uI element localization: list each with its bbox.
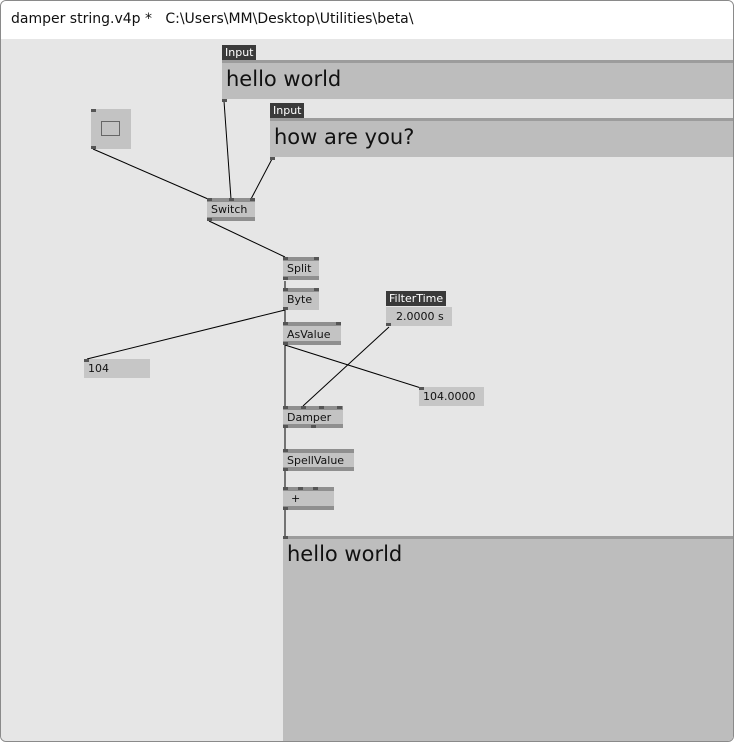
- filtertime-tag: FilterTime: [386, 291, 447, 306]
- split-node[interactable]: Split: [283, 257, 319, 280]
- wire-filtertime-damper: [302, 326, 390, 407]
- wire-byte-output: [86, 309, 286, 360]
- wire-input2-switch: [250, 158, 273, 200]
- wire-input1-switch: [223, 100, 232, 200]
- filtertime-box[interactable]: 2.0000 s: [386, 307, 452, 326]
- damper-label: Damper: [287, 411, 332, 424]
- wire-switch-split: [208, 220, 286, 258]
- asvalue-node[interactable]: AsValue: [283, 322, 341, 345]
- spellvalue-label: SpellValue: [287, 454, 345, 467]
- switch-node[interactable]: Switch: [207, 198, 255, 221]
- output-text-value: hello world: [287, 542, 403, 566]
- plus-node[interactable]: +: [283, 487, 334, 510]
- patch-canvas[interactable]: Input hello world Input how are you? Swi…: [1, 39, 733, 741]
- input1-box[interactable]: hello world: [222, 60, 733, 102]
- toggle-checkbox[interactable]: [101, 121, 120, 136]
- title-bar[interactable]: damper string.v4p * C:\Users\MM\Desktop\…: [1, 1, 733, 39]
- damper-node[interactable]: Damper: [283, 406, 343, 428]
- plus-label: +: [291, 492, 301, 505]
- byte-label: Byte: [287, 293, 313, 306]
- input2-tag: Input: [270, 103, 305, 118]
- switch-label: Switch: [211, 203, 248, 216]
- filtertime-value: 2.0000 s: [396, 310, 444, 323]
- spellvalue-node[interactable]: SpellValue: [283, 449, 354, 471]
- split-label: Split: [287, 262, 312, 275]
- byte-output-box[interactable]: 104: [84, 359, 150, 378]
- toggle-node[interactable]: [91, 109, 131, 149]
- input2-value: how are you?: [274, 125, 415, 149]
- window-title: damper string.v4p * C:\Users\MM\Desktop\…: [11, 11, 414, 27]
- output-text-box[interactable]: hello world: [283, 536, 733, 741]
- wire-layer: [86, 100, 422, 536]
- wire-toggle-switch: [92, 148, 209, 200]
- wire-asvalue-value: [284, 344, 422, 389]
- asvalue-label: AsValue: [287, 328, 331, 341]
- asvalue-output-box[interactable]: 104.0000: [419, 387, 484, 406]
- input1-tag: Input: [222, 45, 257, 60]
- byte-node[interactable]: Byte: [283, 288, 319, 310]
- asvalue-output-value: 104.0000: [423, 390, 476, 403]
- input2-box[interactable]: how are you?: [270, 118, 733, 160]
- byte-output-value: 104: [88, 362, 109, 375]
- input1-value: hello world: [226, 67, 342, 91]
